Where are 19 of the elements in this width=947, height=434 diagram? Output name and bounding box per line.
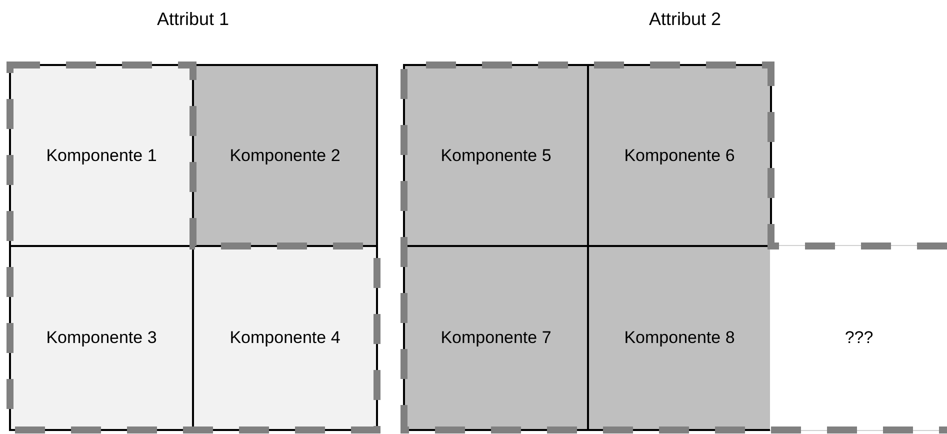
grid-cell bbox=[403, 64, 589, 247]
cell-text: Komponente 7 bbox=[440, 327, 552, 350]
grid-cell bbox=[9, 245, 194, 431]
grid-cell bbox=[9, 64, 194, 247]
grid-cell bbox=[587, 64, 772, 247]
grid-cell bbox=[192, 245, 378, 431]
cell-text: ??? bbox=[844, 327, 874, 350]
cell-text: Komponente 1 bbox=[46, 144, 157, 167]
cell-text: Komponente 5 bbox=[440, 144, 552, 167]
grid-cell bbox=[192, 64, 378, 247]
grid-cell bbox=[587, 245, 772, 431]
cell-text: Komponente 3 bbox=[46, 327, 157, 350]
cell-text: Komponente 4 bbox=[230, 327, 340, 350]
cell-text: Komponente 6 bbox=[624, 144, 735, 167]
cell-text: Komponente 8 bbox=[624, 327, 735, 350]
cell-text: Komponente 2 bbox=[230, 144, 340, 167]
grid-heading: Attribut 1 bbox=[156, 9, 230, 29]
grid-cell bbox=[403, 245, 589, 431]
grid-heading: Attribut 2 bbox=[648, 9, 722, 29]
